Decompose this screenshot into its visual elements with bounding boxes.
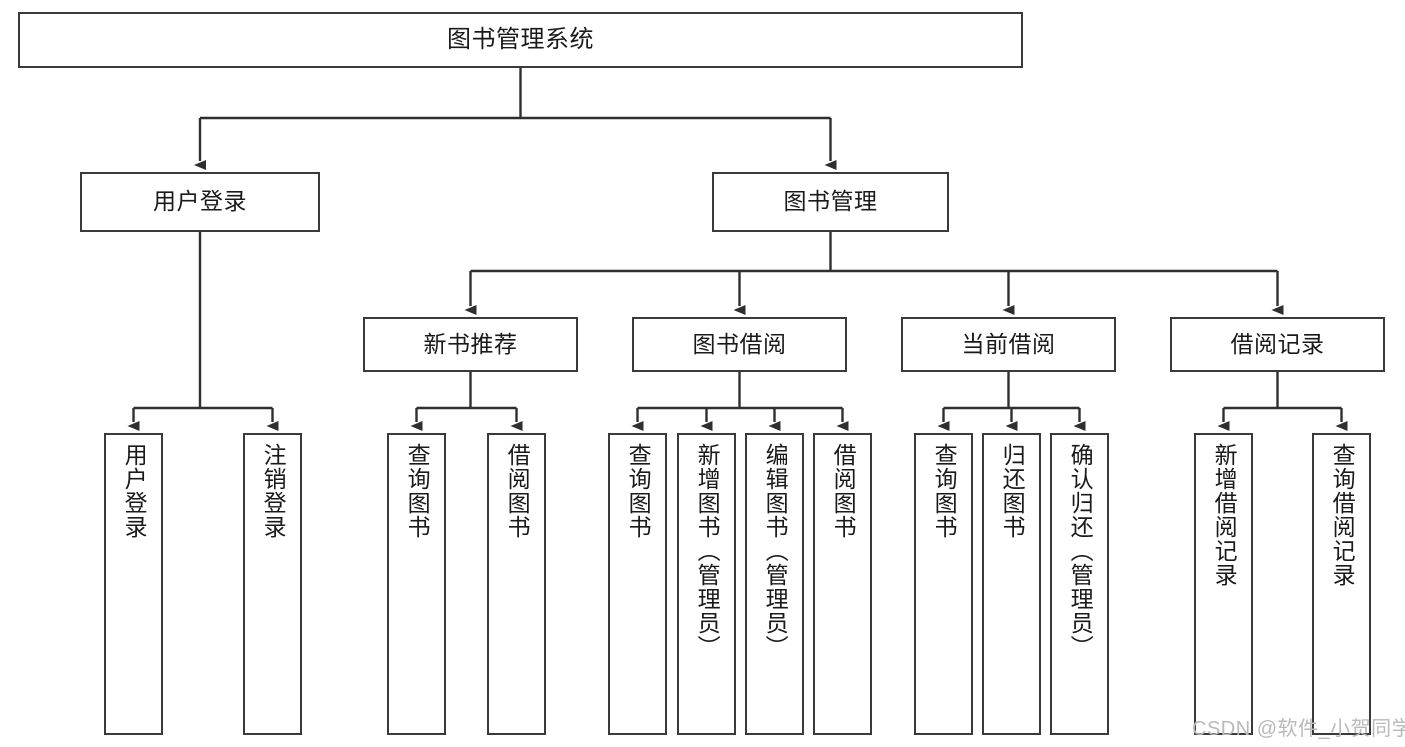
edge-bus xyxy=(200,68,831,120)
node-label: 注销登录 xyxy=(260,443,287,539)
leaf-logout[interactable]: 注销登录 xyxy=(243,433,302,735)
node-label: 新增图书（管理员） xyxy=(694,443,721,659)
node-label: 确认归还（管理员） xyxy=(1067,443,1094,659)
edge-bus xyxy=(416,372,517,410)
leaf-current-return-book[interactable]: 归还图书 xyxy=(982,433,1041,735)
node-label: 查询借阅记录 xyxy=(1329,443,1356,587)
edge-bus xyxy=(943,372,1080,410)
node-label: 图书管理系统 xyxy=(447,25,594,53)
node-label: 借阅记录 xyxy=(1230,330,1325,357)
node-label: 当前借阅 xyxy=(961,330,1056,357)
node-root[interactable]: 图书管理系统 xyxy=(18,12,1023,68)
node-label: 新增借阅记录 xyxy=(1211,443,1238,587)
leaf-current-confirm-return[interactable]: 确认归还（管理员） xyxy=(1050,433,1109,735)
leaf-records-add-record[interactable]: 新增借阅记录 xyxy=(1194,433,1253,735)
node-label: 查询图书 xyxy=(931,443,958,539)
node-label: 图书管理 xyxy=(783,188,878,215)
edge-bus xyxy=(133,232,273,410)
leaf-records-query-record[interactable]: 查询借阅记录 xyxy=(1312,433,1371,735)
node-new-book-recommend[interactable]: 新书推荐 xyxy=(363,317,578,372)
watermark: CSDN @软件_小贺同学 xyxy=(1192,718,1405,740)
node-label: 新书推荐 xyxy=(423,330,518,357)
leaf-recommend-query-book[interactable]: 查询图书 xyxy=(387,433,446,735)
node-book-borrow[interactable]: 图书借阅 xyxy=(632,317,847,372)
node-user-login[interactable]: 用户登录 xyxy=(80,172,320,232)
leaf-borrow-borrow-book[interactable]: 借阅图书 xyxy=(813,433,872,735)
node-label: 归还图书 xyxy=(999,443,1026,539)
node-book-management[interactable]: 图书管理 xyxy=(712,172,949,232)
node-borrow-records[interactable]: 借阅记录 xyxy=(1170,317,1385,372)
node-label: 用户登录 xyxy=(153,188,247,215)
edge-bus xyxy=(470,232,1278,273)
node-label: 查询图书 xyxy=(625,443,652,539)
edge-bus xyxy=(637,372,843,410)
leaf-current-query-book[interactable]: 查询图书 xyxy=(914,433,973,735)
leaf-borrow-query-book[interactable]: 查询图书 xyxy=(608,433,667,735)
node-current-borrow[interactable]: 当前借阅 xyxy=(901,317,1116,372)
node-label: 查询图书 xyxy=(404,443,431,539)
node-label: 编辑图书（管理员） xyxy=(762,443,789,659)
edge-bus xyxy=(1223,372,1342,410)
node-label: 借阅图书 xyxy=(830,443,857,539)
node-label: 借阅图书 xyxy=(504,443,531,539)
leaf-recommend-borrow-book[interactable]: 借阅图书 xyxy=(487,433,546,735)
leaf-borrow-add-book[interactable]: 新增图书（管理员） xyxy=(677,433,736,735)
leaf-user-login[interactable]: 用户登录 xyxy=(104,433,163,735)
node-label: 用户登录 xyxy=(121,443,148,539)
node-label: 图书借阅 xyxy=(692,330,787,357)
leaf-borrow-edit-book[interactable]: 编辑图书（管理员） xyxy=(745,433,804,735)
